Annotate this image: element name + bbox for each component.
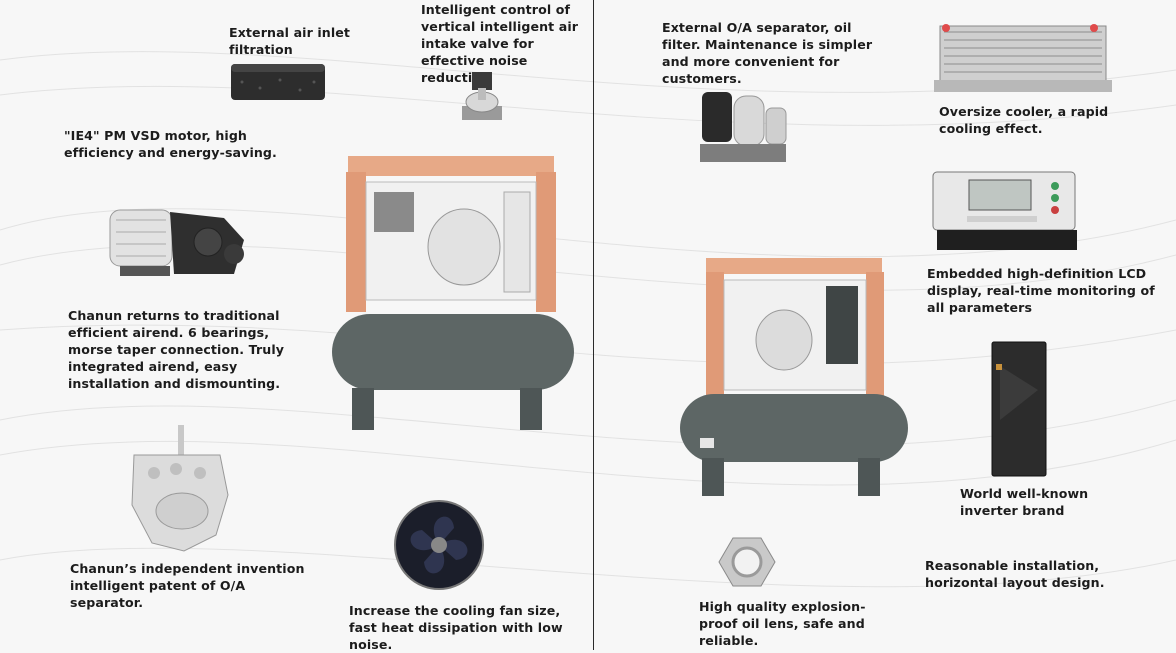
caption-lcd-display: Embedded high-definition LCD display, re… [927, 266, 1155, 315]
air-filter-foam-image [231, 64, 325, 100]
lcd-controller-image [932, 171, 1077, 250]
caption-installation: Reasonable installation, horizontal layo… [925, 558, 1105, 590]
caption-external-separator: External O/A separator, oil filter. Main… [662, 20, 873, 86]
external-separator-filter-image [700, 92, 787, 162]
caption-cooler: Oversize cooler, a rapid cooling effect. [939, 104, 1109, 136]
caption-intake-valve: Intelligent control of vertical intellig… [421, 2, 579, 85]
intake-valve-image [462, 72, 502, 120]
oil-lens-image [718, 537, 776, 587]
caption-oa-separator: Chanun’s independent invention intellige… [70, 561, 305, 610]
panel-divider [593, 0, 594, 650]
caption-oil-lens: High quality explosion-proof oil lens, s… [699, 599, 866, 648]
caption-airend: Chanun returns to traditional efficient … [68, 308, 285, 391]
compressor-tank-mounted-image [332, 156, 574, 430]
caption-inverter: World well-known inverter brand [960, 486, 1089, 518]
inverter-image [991, 341, 1047, 477]
pm-motor-airend-image [109, 209, 244, 276]
compressor-horizontal-layout-image [680, 258, 908, 496]
cooling-fan-image [394, 500, 484, 590]
caption-air-inlet: External air inlet filtration [229, 25, 351, 57]
caption-motor: "IE4" PM VSD motor, high efficiency and … [64, 128, 277, 160]
caption-cooling-fan: Increase the cooling fan size, fast heat… [349, 603, 563, 652]
oversize-cooler-image [934, 24, 1112, 92]
oa-separator-image [131, 425, 229, 552]
